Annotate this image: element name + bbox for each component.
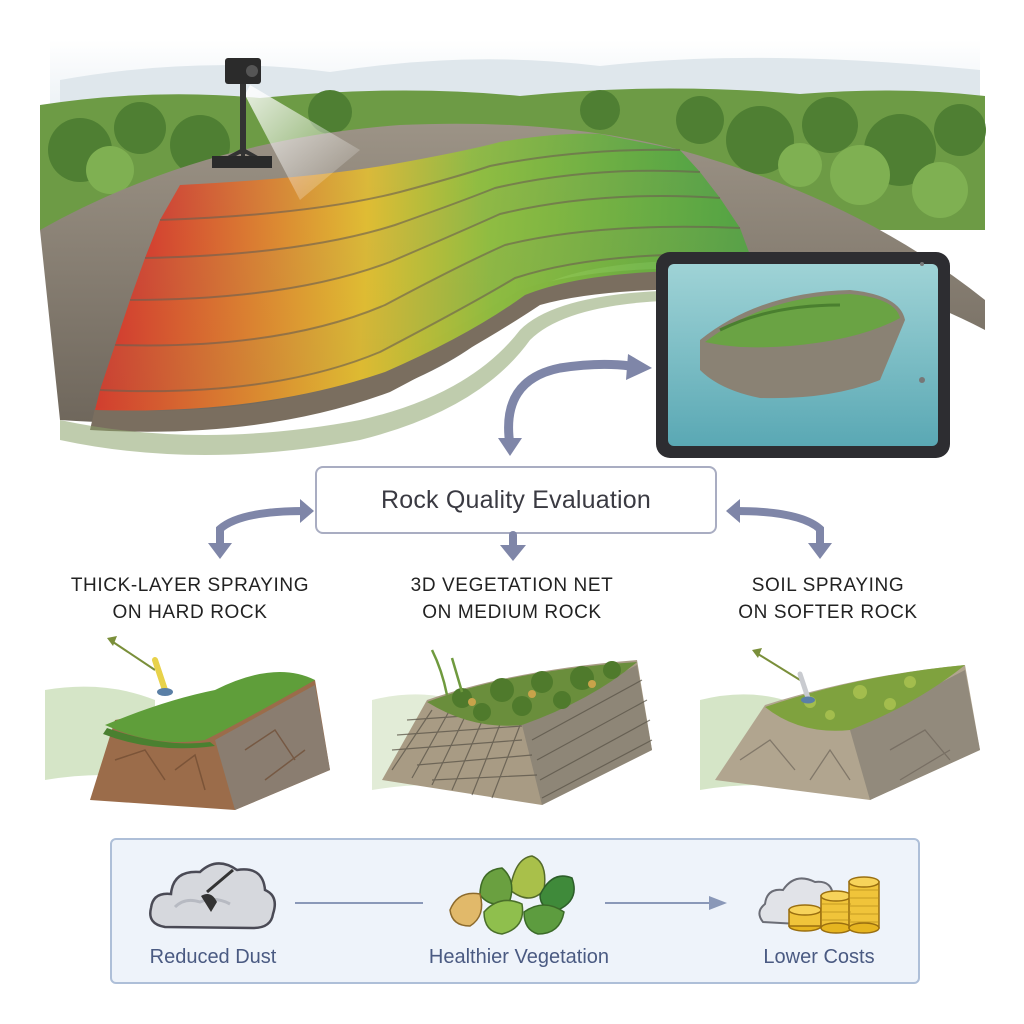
vegetation-net-icon <box>391 679 653 799</box>
leaves-icon <box>449 855 575 935</box>
method-label-soft-rock: SOIL SPRAYING ON SOFTER ROCK <box>738 575 918 623</box>
open-pit-slope-scene <box>0 0 1024 470</box>
scanner-camera-icon <box>212 58 360 200</box>
left-branch-arrow-icon <box>208 499 314 559</box>
arrow-to-tablet-icon <box>498 354 652 456</box>
branch-arrows <box>208 499 832 561</box>
spray-nozzle-icon <box>107 636 173 696</box>
connector-line-1 <box>295 902 423 904</box>
benefit-lower-costs: Lower Costs <box>763 946 875 968</box>
soft-rock-block <box>700 648 980 800</box>
center-title: Rock Quality Evaluation <box>380 485 651 514</box>
hard-rock-block <box>45 636 330 810</box>
benefit-reduced-dust: Reduced Dust <box>149 946 277 968</box>
rock-quality-evaluation-box: Rock Quality Evaluation <box>315 466 717 534</box>
coins-icon <box>758 876 880 934</box>
connector-arrow-2 <box>605 896 727 910</box>
terraced-slope <box>90 133 760 432</box>
dust-cloud-icon <box>149 862 276 930</box>
center-branch-arrow-icon <box>500 531 526 561</box>
spray-nozzle-icon <box>752 648 815 704</box>
method-label-hard-rock: THICK-LAYER SPRAYING ON HARD ROCK <box>70 575 310 623</box>
right-branch-arrow-icon <box>726 499 832 559</box>
method-label-medium-rock: 3D VEGETATION NET ON MEDIUM ROCK <box>410 575 614 623</box>
benefit-healthier-vegetation: Healthier Vegetation <box>428 946 610 968</box>
tablet-3d-model <box>656 252 950 458</box>
medium-rock-block <box>372 649 653 805</box>
